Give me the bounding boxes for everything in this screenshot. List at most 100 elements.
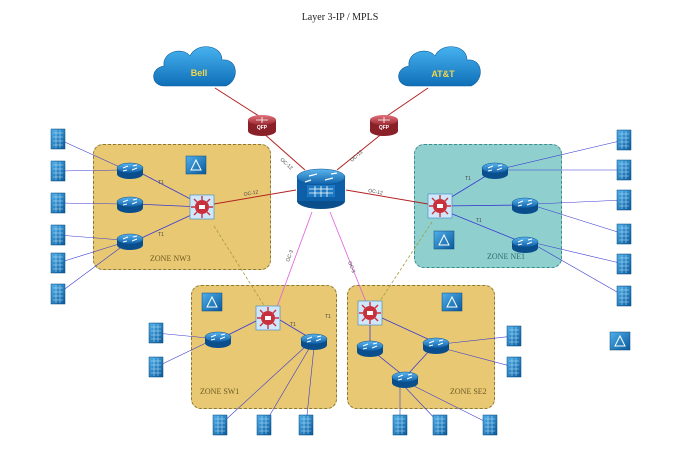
link-sw1-s4 (263, 346, 311, 426)
firewall-icon (255, 305, 281, 331)
router-icon (391, 371, 419, 389)
zone-ne1-label: ZONE NE1 (487, 252, 525, 261)
link-core-se2 (329, 211, 369, 308)
link-se2-r1-r3 (373, 351, 405, 377)
link-nw3-s5 (57, 242, 123, 264)
link-ne1-s6 (534, 244, 625, 297)
att-cloud-icon: AT&T (398, 46, 481, 87)
server-icon (616, 223, 632, 245)
router-icon (300, 333, 328, 351)
core-switch-icon (296, 168, 346, 209)
link-se2-r2-r3 (407, 349, 431, 375)
zone-se2-label: ZONE SE2 (450, 387, 487, 396)
server-icon (506, 325, 522, 347)
label-t1-sw1: T1 (290, 322, 296, 328)
label-t1-sw1-b: T1 (325, 314, 331, 320)
firewall-icon (427, 193, 453, 219)
link-nw3-s6 (57, 244, 125, 295)
appliance-icon (441, 292, 463, 312)
link-sw1-fw-r2 (279, 319, 311, 339)
link-nw3-s2 (57, 169, 123, 172)
link-nw3-s4 (57, 234, 123, 241)
server-icon (616, 285, 632, 307)
link-nw3-sw1 (213, 225, 266, 308)
server-icon (432, 414, 448, 436)
qfp-left-label: QFP (257, 125, 268, 131)
server-icon (616, 189, 632, 211)
label-oc12-nw3: OC-12 (243, 189, 259, 198)
bell-cloud-icon: Bell (153, 46, 236, 87)
server-icon (256, 414, 272, 436)
server-icon (50, 224, 66, 246)
zone-sw1-label: ZONE SW1 (200, 387, 240, 396)
server-icon (482, 414, 498, 436)
link-sw1-s3 (219, 345, 307, 426)
link-ne1-s5 (534, 242, 625, 265)
server-icon (148, 322, 164, 344)
link-sw1-s2 (155, 341, 209, 368)
server-icon (298, 414, 314, 436)
appliance-icon (433, 230, 455, 250)
link-att-qfp (383, 87, 429, 119)
router-icon (481, 162, 509, 180)
qfp-router-right: QFP (370, 115, 398, 136)
link-qfp-core-right (336, 131, 385, 171)
firewall-icon (189, 194, 215, 220)
server-icon (50, 283, 66, 305)
link-ne1-s4 (534, 205, 625, 235)
link-bell-qfp (214, 87, 263, 119)
router-icon (422, 337, 450, 355)
label-oc12-ne1: OC-12 (368, 188, 384, 197)
router-icon (116, 233, 144, 251)
link-ne1-fw-r3 (439, 208, 525, 244)
link-nw3-s3 (57, 202, 123, 205)
zone-nw3-label: ZONE NW3 (150, 254, 191, 263)
router-icon (511, 197, 539, 215)
diagram-title: Layer 3-IP / MPLS (301, 12, 379, 23)
server-icon (506, 356, 522, 378)
server-icon (212, 414, 228, 436)
qfp-right-label: QFP (379, 125, 390, 131)
link-qfp-core-left (261, 131, 306, 171)
server-icon (50, 252, 66, 274)
server-icon (50, 192, 66, 214)
server-icon (148, 356, 164, 378)
server-icon (616, 159, 632, 181)
label-t1-nw3-a: T1 (158, 180, 164, 186)
label-t1-nw3-b: T1 (158, 232, 164, 238)
link-ne1-fw-r2 (439, 204, 525, 207)
router-icon (204, 331, 232, 349)
link-se2-s2 (441, 347, 515, 368)
link-core-ne1 (345, 189, 429, 205)
server-icon (616, 253, 632, 275)
bell-cloud-label: Bell (191, 68, 208, 78)
server-icon (616, 129, 632, 151)
link-core-nw3 (213, 189, 297, 205)
label-t1-ne1-b: T1 (476, 218, 482, 224)
appliance-icon (201, 292, 223, 312)
link-ne1-s3 (534, 199, 625, 205)
server-icon (392, 414, 408, 436)
appliance-icon (609, 331, 631, 351)
link-nw3-s1 (57, 138, 123, 169)
link-se2-s1 (441, 335, 515, 345)
router-icon (356, 340, 384, 358)
att-cloud-label: AT&T (431, 69, 455, 79)
link-se2-s5 (409, 383, 491, 425)
link-sw1-s5 (305, 346, 315, 426)
server-icon (50, 160, 66, 182)
label-oc12-right: OC-12 (349, 149, 364, 163)
link-sw1-s1 (155, 332, 209, 339)
label-oc3-sw1: OC-3 (285, 249, 295, 262)
label-t1-ne1-a: T1 (465, 176, 471, 182)
qfp-router-left: QFP (248, 115, 276, 136)
link-ne1-se2 (375, 221, 433, 308)
server-icon (50, 128, 66, 150)
firewall-icon (357, 300, 383, 326)
router-icon (116, 196, 144, 214)
router-icon (116, 162, 144, 180)
label-oc3-se2: OC-3 (346, 261, 356, 275)
label-oc12-left: OC-12 (279, 157, 294, 171)
